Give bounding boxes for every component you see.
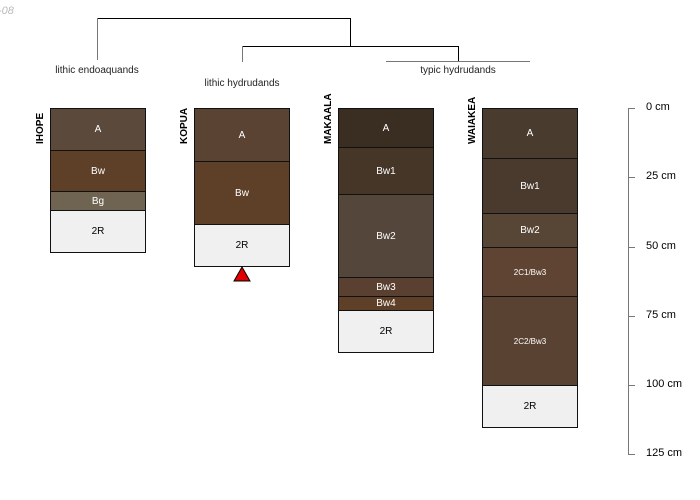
dendrogram-branch <box>242 46 459 47</box>
depth-tick <box>628 177 635 178</box>
horizon: Bw2 <box>338 194 434 278</box>
depth-tick <box>628 108 635 109</box>
horizon-label: Bw3 <box>376 281 396 293</box>
horizon: Bg <box>50 191 146 211</box>
taxon-label: lithic endoaquands <box>55 65 139 76</box>
horizon: Bw <box>194 161 290 225</box>
profile-name: KOPUA <box>179 107 190 144</box>
depth-tick-label: 100 cm <box>646 378 683 390</box>
horizon: 2R <box>50 210 146 253</box>
horizon-label: A <box>526 128 534 139</box>
horizon-label: 2R <box>523 401 537 412</box>
horizon-label: A <box>382 122 390 134</box>
horizon-label: 2R <box>91 226 105 237</box>
horizon: 2C1/Bw3 <box>482 247 578 297</box>
horizon-label: Bw4 <box>376 298 396 309</box>
horizon-label: Bw2 <box>376 230 396 242</box>
depth-tick-label: 75 cm <box>646 309 676 321</box>
horizon-label: A <box>94 124 102 135</box>
horizon: 2R <box>194 224 290 267</box>
dendrogram-leg <box>350 18 351 46</box>
depth-tick <box>628 247 635 248</box>
horizon-label: 2R <box>379 326 393 337</box>
dendrogram-leg <box>458 46 459 61</box>
horizon-label: Bw1 <box>520 180 540 192</box>
taxon-label: lithic hydrudands <box>204 78 280 89</box>
horizon-label: Bw2 <box>520 225 540 236</box>
horizon-label: Bw <box>91 165 105 177</box>
profile-name: WAIAKEA <box>467 96 478 144</box>
dendrogram-leg <box>97 18 98 60</box>
corner-label: -08 <box>0 5 14 17</box>
horizon-label: Bg <box>91 195 105 207</box>
taxon-label: typic hydrudands <box>420 65 496 76</box>
horizon-label: Bw <box>235 187 249 199</box>
horizon: Bw1 <box>482 158 578 214</box>
horizon-label: A <box>238 129 246 141</box>
horizon: A <box>194 108 290 162</box>
horizon: A <box>482 108 578 159</box>
profile-name: IHOPE <box>35 112 46 144</box>
horizon: Bw3 <box>338 277 434 297</box>
dendrogram-baseline <box>386 61 530 62</box>
depth-tick <box>628 316 635 317</box>
horizon-label: 2C2/Bw3 <box>513 336 547 346</box>
depth-tick <box>628 385 635 386</box>
depth-tick <box>628 454 635 455</box>
horizon: Bw2 <box>482 213 578 248</box>
horizon: A <box>338 108 434 148</box>
depth-tick-label: 50 cm <box>646 240 676 252</box>
horizon-label: 2C1/Bw3 <box>513 267 547 277</box>
horizon: Bw4 <box>338 296 434 311</box>
horizon: 2R <box>482 385 578 428</box>
horizon: Bw1 <box>338 147 434 195</box>
depth-axis-line <box>628 108 629 455</box>
horizon-label: Bw1 <box>376 165 396 177</box>
horizon: A <box>50 108 146 151</box>
dendrogram-branch <box>97 18 351 19</box>
red-triangle-icon <box>233 266 251 282</box>
horizon: Bw <box>50 150 146 192</box>
depth-tick-label: 0 cm <box>646 101 670 113</box>
horizon: 2C2/Bw3 <box>482 296 578 386</box>
depth-tick-label: 25 cm <box>646 170 676 182</box>
depth-tick-label: 125 cm <box>646 447 683 459</box>
horizon: 2R <box>338 310 434 353</box>
profile-name: MAKAALA <box>323 93 334 144</box>
dendrogram-leg <box>242 46 243 62</box>
horizon-label: 2R <box>235 240 249 251</box>
